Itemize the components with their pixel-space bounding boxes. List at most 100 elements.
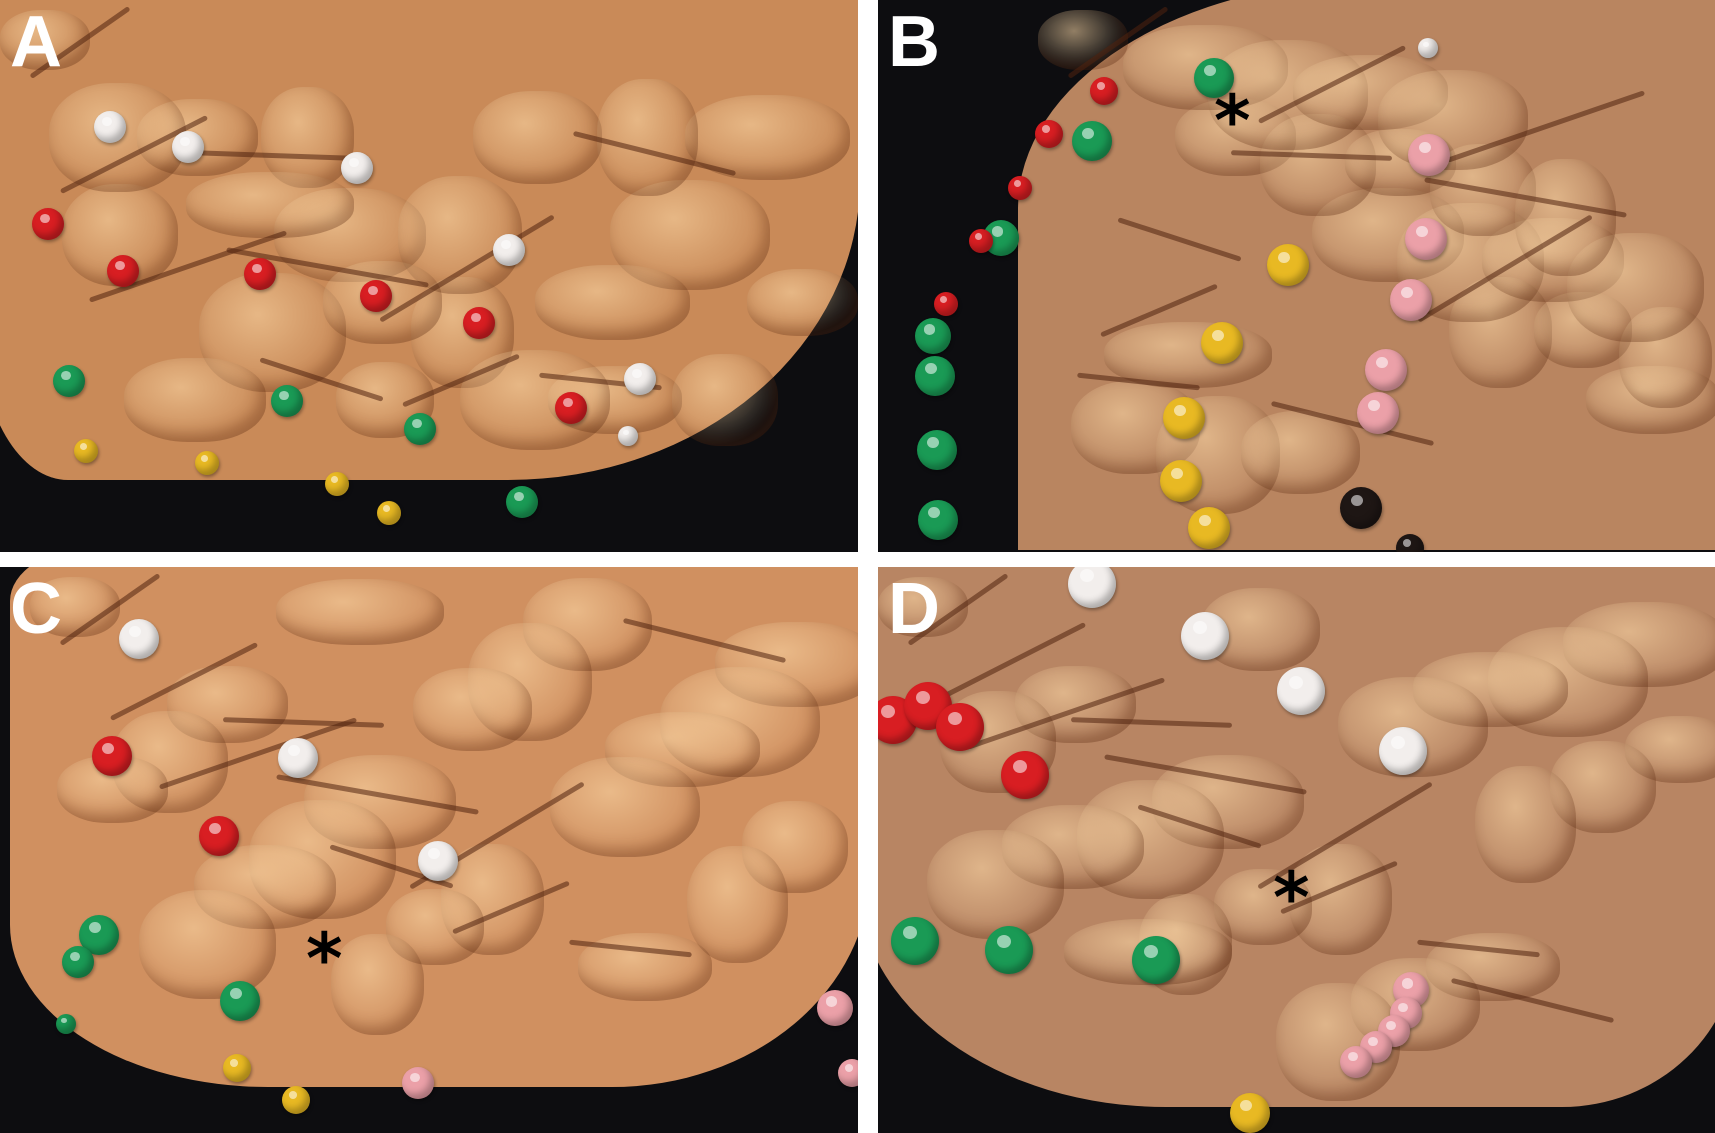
green-pin-marker — [1072, 121, 1112, 161]
pink-pin-marker — [817, 990, 853, 1026]
panel-a: A — [0, 0, 858, 552]
gyrus-fold — [124, 358, 266, 442]
asterisk-marker: * — [1273, 857, 1310, 939]
green-pin-marker — [891, 917, 939, 965]
red-pin-marker — [904, 682, 952, 730]
yellow-pin-marker — [1163, 397, 1205, 439]
white-pin-marker — [172, 131, 204, 163]
white-pin-marker — [1379, 727, 1427, 775]
green-pin-marker — [915, 356, 955, 396]
white-pin-marker — [341, 152, 373, 184]
gyrus-fold — [0, 10, 90, 70]
gyrus-fold — [413, 668, 532, 751]
gyrus-fold — [597, 79, 698, 196]
yellow-pin-marker — [1188, 507, 1230, 549]
pink-pin-marker — [1390, 279, 1432, 321]
gyrus-fold — [1104, 322, 1272, 388]
red-pin-marker — [1090, 77, 1118, 105]
yellow-pin-marker — [1201, 322, 1243, 364]
panel-label: B — [888, 2, 940, 82]
green-pin-marker — [917, 430, 957, 470]
panel-c: *C — [0, 567, 858, 1133]
red-pin-marker — [463, 307, 495, 339]
yellow-pin-marker — [282, 1086, 310, 1114]
green-pin-marker — [1132, 936, 1180, 984]
white-pin-marker — [624, 363, 656, 395]
red-pin-marker — [934, 292, 958, 316]
green-pin-marker — [915, 318, 951, 354]
pink-pin-marker — [1357, 392, 1399, 434]
white-pin-marker — [119, 619, 159, 659]
white-pin-marker — [1181, 612, 1229, 660]
yellow-pin-marker — [74, 439, 98, 463]
panel-label: D — [888, 569, 940, 649]
red-pin-marker — [1008, 176, 1032, 200]
asterisk-marker: * — [1214, 80, 1251, 162]
red-pin-marker — [360, 280, 392, 312]
yellow-pin-marker — [195, 451, 219, 475]
panel-b: *B — [878, 0, 1715, 552]
gyrus-fold — [1378, 70, 1528, 170]
black-pin-marker — [1340, 487, 1382, 529]
red-pin-marker — [969, 229, 993, 253]
red-pin-marker — [1001, 751, 1049, 799]
red-pin-marker — [936, 703, 984, 751]
white-pin-marker — [94, 111, 126, 143]
green-pin-marker — [56, 1014, 76, 1034]
black-pin-marker — [1396, 534, 1424, 552]
red-pin-marker — [555, 392, 587, 424]
pink-pin-marker — [402, 1067, 434, 1099]
gyrus-fold — [276, 579, 444, 645]
gyrus-fold — [460, 350, 610, 450]
gyrus-fold — [186, 172, 354, 238]
gyrus-fold — [261, 87, 354, 188]
green-pin-marker — [62, 946, 94, 978]
gyrus-fold — [30, 577, 120, 637]
panel-d: *D — [878, 567, 1715, 1133]
yellow-pin-marker — [325, 472, 349, 496]
yellow-pin-marker — [1267, 244, 1309, 286]
green-pin-marker — [506, 486, 538, 518]
red-pin-marker — [1035, 120, 1063, 148]
gyrus-fold — [747, 269, 858, 336]
gyrus-fold — [331, 934, 424, 1035]
white-pin-marker — [418, 841, 458, 881]
gyrus-fold — [927, 830, 1064, 939]
gyrus-fold — [878, 577, 968, 637]
pink-pin-marker — [1340, 1046, 1372, 1078]
green-pin-marker — [918, 500, 958, 540]
white-pin-marker — [493, 234, 525, 266]
green-pin-marker — [1194, 58, 1234, 98]
red-pin-marker — [244, 258, 276, 290]
white-pin-marker — [1277, 667, 1325, 715]
asterisk-marker: * — [306, 918, 343, 1000]
green-pin-marker — [53, 365, 85, 397]
yellow-pin-marker — [223, 1054, 251, 1082]
red-pin-marker — [32, 208, 64, 240]
pink-pin-marker — [1365, 349, 1407, 391]
yellow-pin-marker — [1230, 1093, 1270, 1133]
gyrus-fold — [687, 846, 788, 963]
yellow-pin-marker — [1160, 460, 1202, 502]
yellow-pin-marker — [377, 501, 401, 525]
white-pin-marker — [278, 738, 318, 778]
pink-pin-marker — [838, 1059, 858, 1087]
gyrus-fold — [672, 354, 778, 446]
white-pin-marker — [618, 426, 638, 446]
red-pin-marker — [199, 816, 239, 856]
gyrus-fold — [1475, 766, 1576, 883]
green-pin-marker — [985, 926, 1033, 974]
gyrus-fold — [1515, 159, 1616, 276]
panel-label: A — [10, 2, 62, 82]
gyrus-fold — [139, 890, 276, 999]
pink-pin-marker — [1405, 218, 1447, 260]
white-pin-marker — [1068, 567, 1116, 608]
red-pin-marker — [107, 255, 139, 287]
panel-label: C — [10, 569, 62, 649]
gyrus-fold — [1241, 411, 1360, 494]
gyrus-fold — [550, 757, 700, 857]
pink-pin-marker — [1408, 134, 1450, 176]
green-pin-marker — [271, 385, 303, 417]
gyrus-fold — [1038, 10, 1128, 70]
gyrus-fold — [535, 265, 690, 340]
